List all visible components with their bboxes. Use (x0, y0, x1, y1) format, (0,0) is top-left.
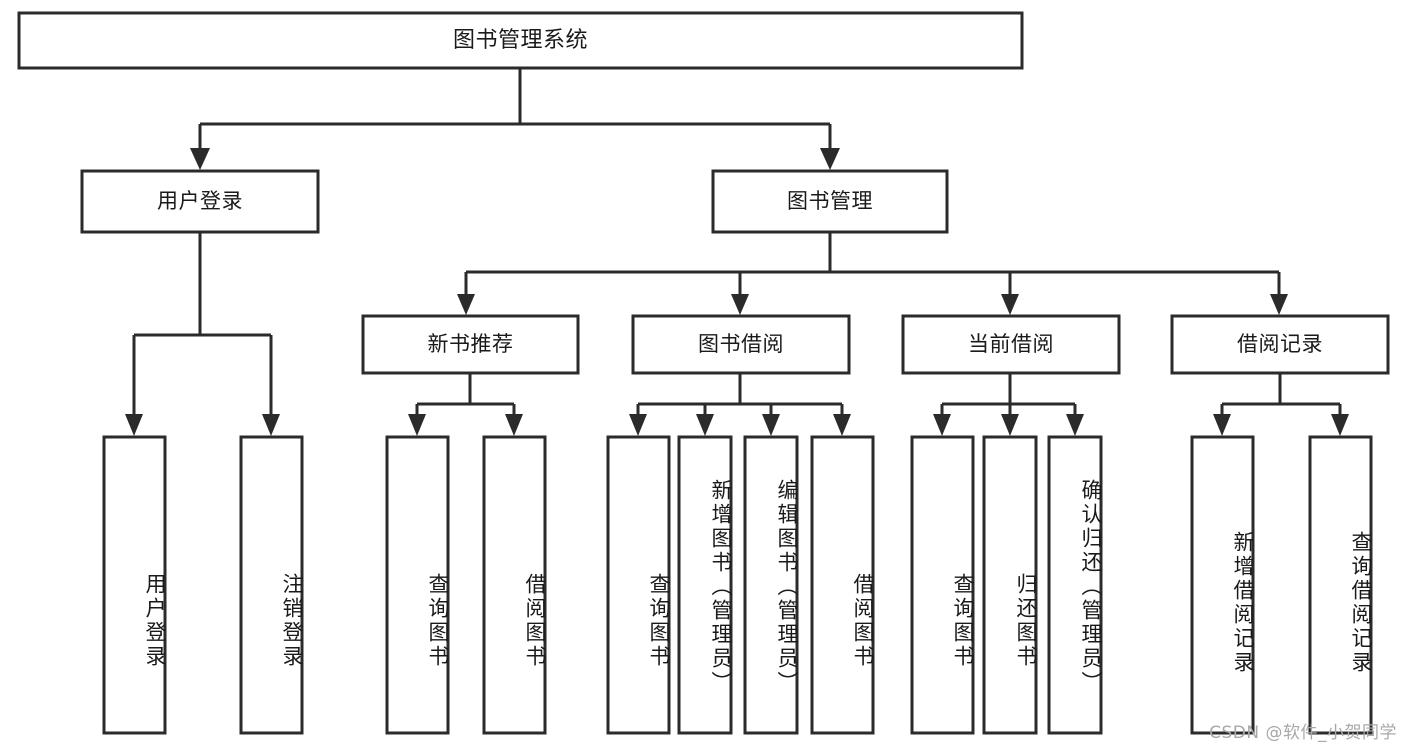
node-box-leaf-borrow-book-1[interactable] (482, 435, 547, 735)
node-box-leaf-logout[interactable] (239, 435, 304, 735)
arrow-head-leaf-add-record (1213, 414, 1231, 436)
arrow-head-user-login (190, 148, 210, 170)
arrow-head-borrow-record (1270, 294, 1288, 315)
arrow-head-leaf-query-book-1 (408, 414, 426, 436)
node-box-book-borrow[interactable] (631, 314, 851, 375)
node-box-leaf-edit-book[interactable] (743, 435, 799, 735)
arrow-head-book-management (820, 148, 840, 170)
node-box-leaf-return-book[interactable] (982, 435, 1038, 735)
csdn-watermark: CSDN @软件_小贺同学 (1209, 723, 1397, 743)
node-box-leaf-query-record[interactable] (1308, 435, 1373, 735)
node-box-borrow-record[interactable] (1170, 314, 1390, 375)
arrow-head-leaf-add-book (696, 414, 714, 436)
arrow-head-leaf-borrow-book-2 (833, 414, 851, 436)
node-box-leaf-user-login[interactable] (102, 435, 167, 735)
node-box-root[interactable] (17, 11, 1024, 70)
node-box-current-borrow[interactable] (901, 314, 1121, 375)
node-box-new-book-recommend[interactable] (361, 314, 580, 375)
arrow-head-leaf-confirm-return (1066, 414, 1084, 436)
arrow-head-new-book-recommend (457, 294, 475, 315)
arrow-head-current-borrow (1001, 294, 1019, 315)
arrow-head-leaf-query-record (1331, 414, 1349, 436)
arrow-head-leaf-return-book (1001, 414, 1019, 436)
node-box-user-login[interactable] (80, 169, 320, 234)
arrow-head-leaf-logout (262, 414, 280, 436)
node-box-book-management[interactable] (711, 169, 949, 234)
arrow-head-leaf-query-book-2 (629, 414, 647, 436)
node-box-leaf-query-book-2[interactable] (606, 435, 671, 735)
node-box-leaf-add-book[interactable] (677, 435, 733, 735)
node-box-leaf-add-record[interactable] (1190, 435, 1255, 735)
node-box-leaf-query-book-3[interactable] (910, 435, 975, 735)
arrow-head-leaf-user-login (125, 414, 143, 436)
arrow-head-leaf-edit-book (762, 414, 780, 436)
node-box-leaf-borrow-book-2[interactable] (810, 435, 875, 735)
node-box-leaf-confirm-return[interactable] (1047, 435, 1103, 735)
arrow-head-book-borrow (731, 294, 749, 315)
arrow-head-leaf-borrow-book-1 (505, 414, 523, 436)
arrow-head-leaf-query-book-3 (933, 414, 951, 436)
node-box-leaf-query-book-1[interactable] (385, 435, 450, 735)
